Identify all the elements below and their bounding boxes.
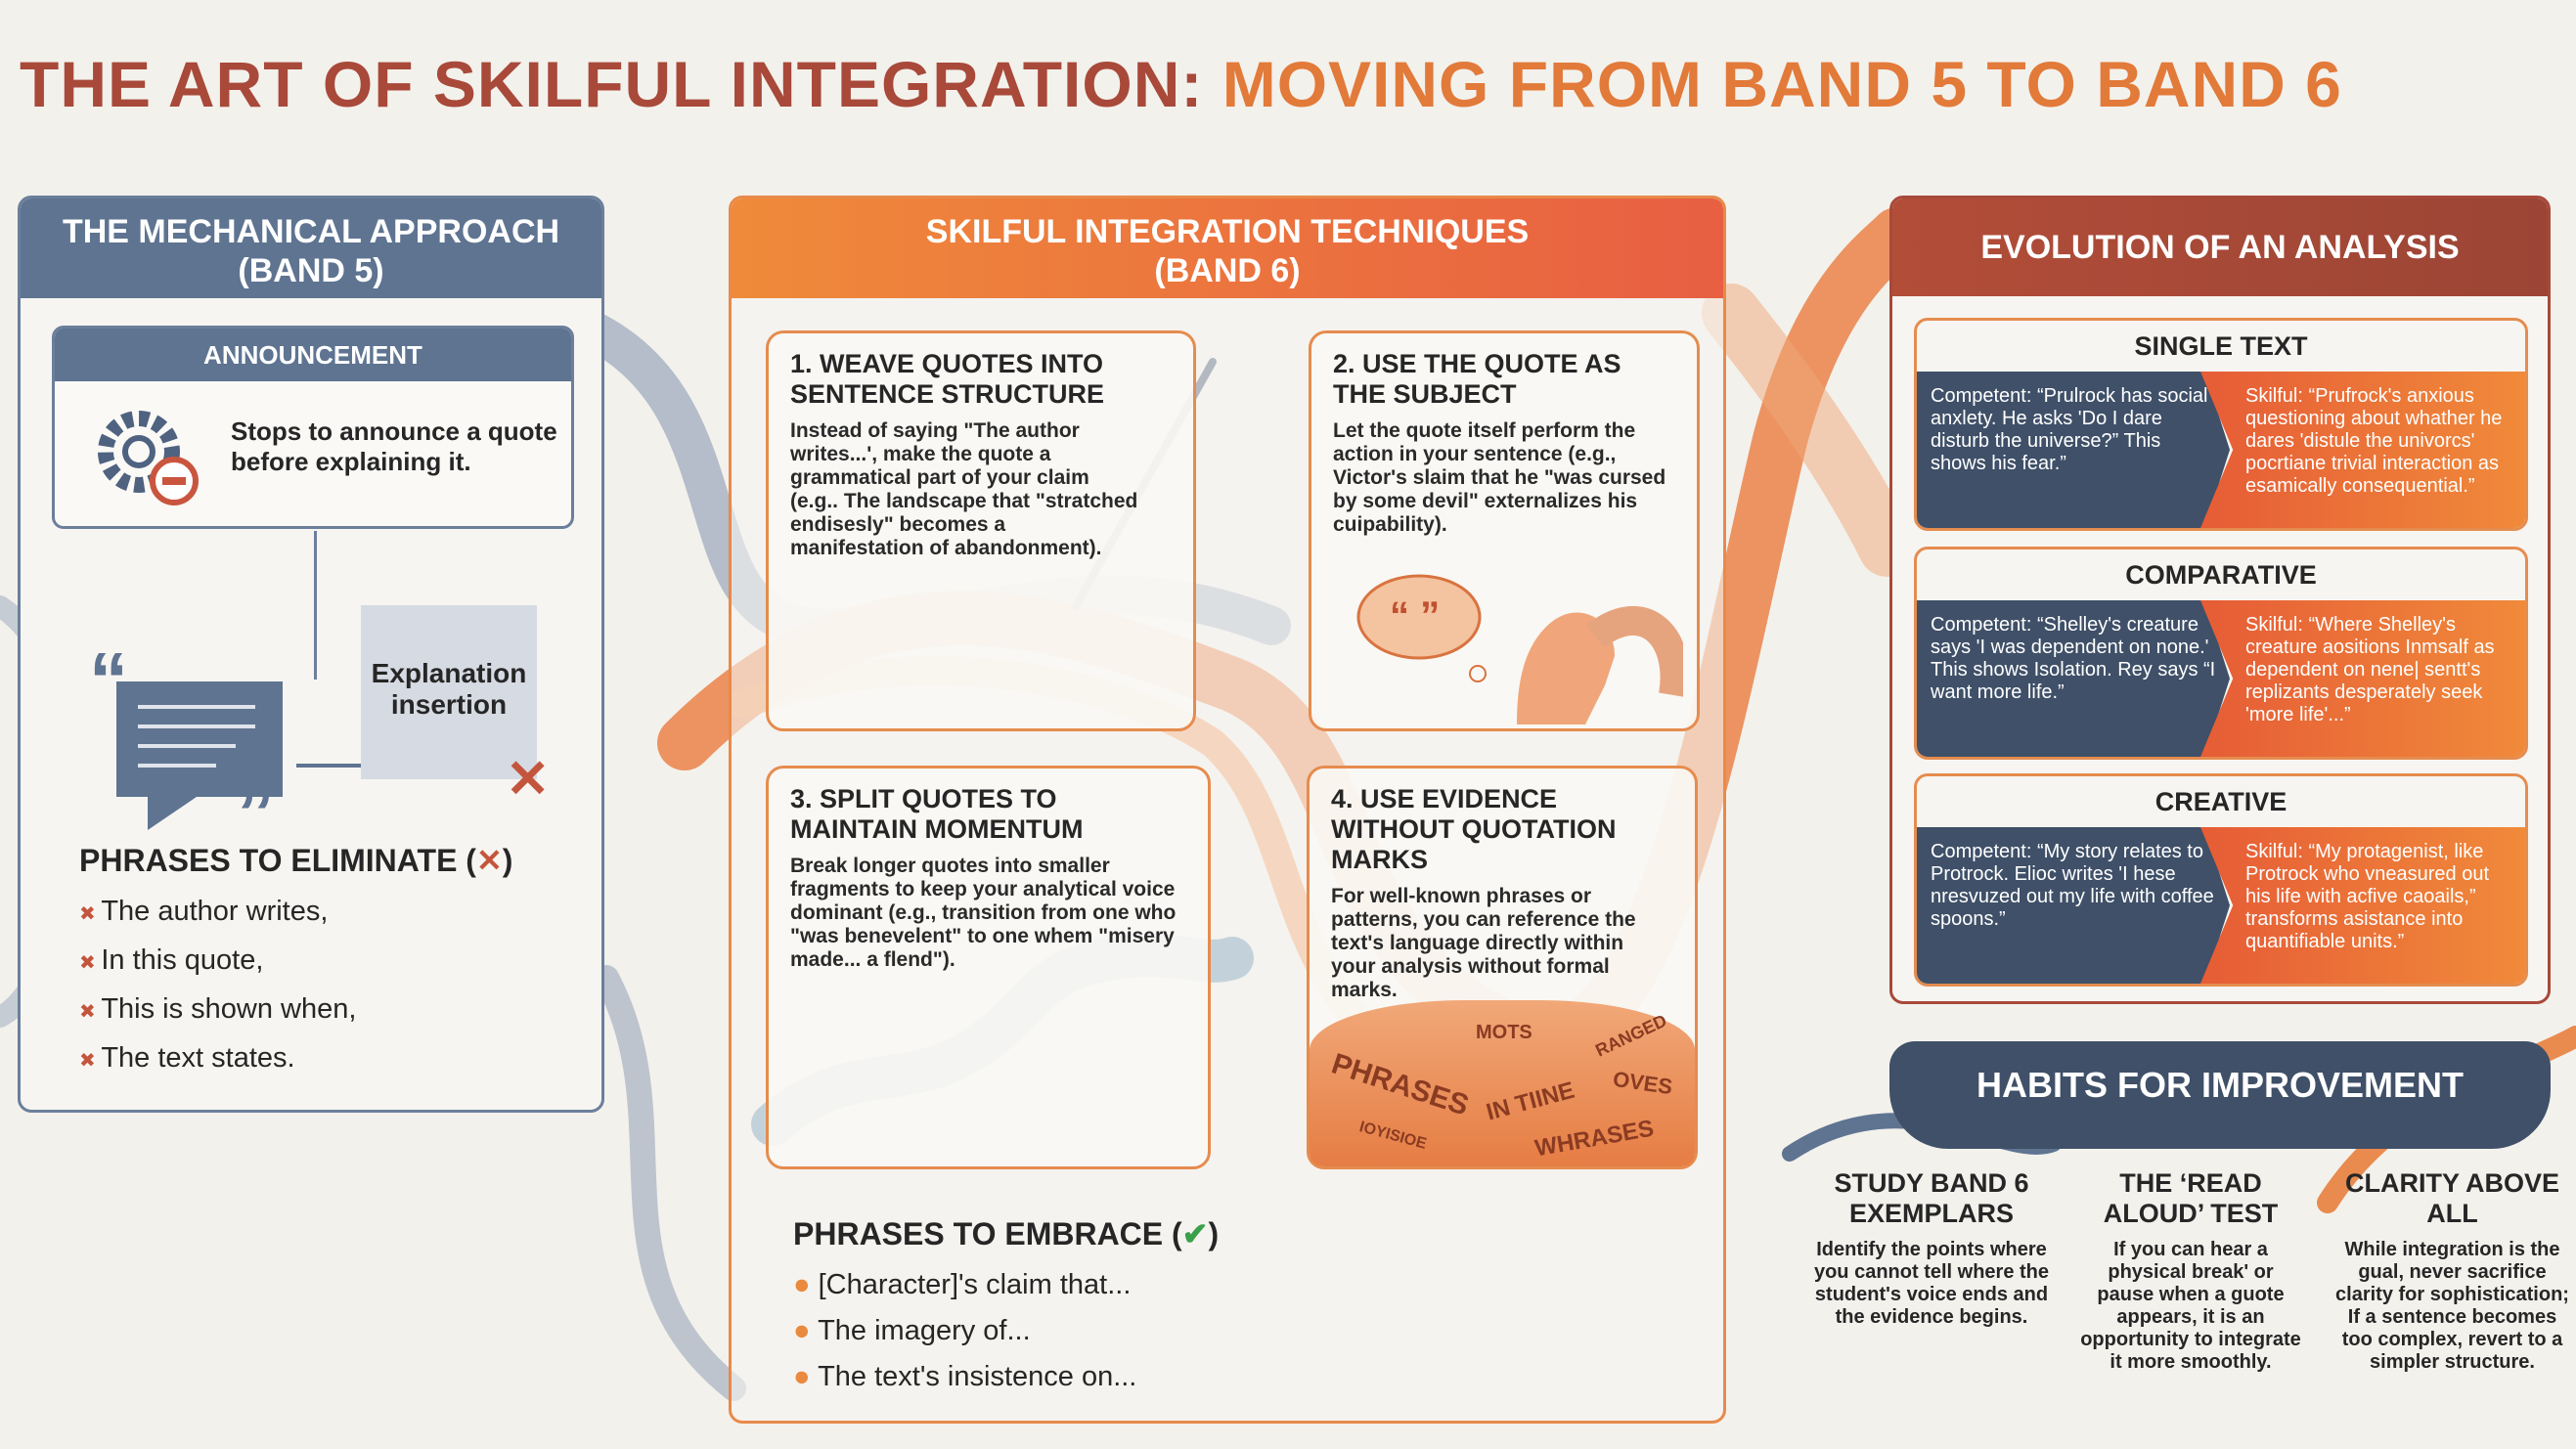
phrase-text: The imagery of... bbox=[818, 1315, 1031, 1346]
habit-read-aloud: THE ‘READ ALOUD’ TEST If you can hear a p… bbox=[2078, 1168, 2303, 1374]
heading-end: ) bbox=[502, 843, 513, 878]
technique-card-2: 2. USE THE QUOTE AS THE SUBJECT Let the q… bbox=[1309, 330, 1700, 731]
technique-title: 1. WEAVE QUOTES INTO SENTENCE STRUCTURE bbox=[790, 349, 1105, 409]
phrases-to-eliminate-heading: PHRASES TO ELIMINATE (✕) bbox=[79, 842, 512, 879]
skilful-techniques-panel: SKILFUL INTEGRATION TECHNIQUES(BAND 6) 1… bbox=[729, 196, 1726, 1424]
list-item: ● The text's insistence on... bbox=[793, 1354, 1136, 1400]
card-label: CREATIVE bbox=[2154, 787, 2287, 816]
habit-clarity: CLARITY ABOVE ALL While integration is th… bbox=[2332, 1168, 2572, 1374]
evolution-of-analysis-panel: EVOLUTION OF AN ANALYSIS SINGLE TEXT Comp… bbox=[1889, 196, 2551, 1004]
habit-title: STUDY BAND 6 EXEMPLARS bbox=[1834, 1168, 2029, 1228]
svg-text:“ ”: “ ” bbox=[1390, 594, 1440, 637]
analysis-card-single-text: SINGLE TEXT Competent: “Prulrock has soci… bbox=[1914, 318, 2528, 531]
x-bullet-icon: ✖ bbox=[79, 903, 102, 925]
explanation-insertion-box: Explanation insertion bbox=[361, 605, 537, 779]
competent-example: Competent: “Prulrock has social anxlety.… bbox=[1917, 372, 2230, 528]
technique-title: 3. SPLIT QUOTES TO MAINTAIN MOMENTUM bbox=[790, 784, 1084, 844]
phrase-text: The text's insistence on... bbox=[818, 1361, 1137, 1392]
phrases-to-embrace-heading: PHRASES TO EMBRACE (✔) bbox=[793, 1215, 1219, 1252]
list-item: ● The imagery of... bbox=[793, 1308, 1136, 1354]
announcement-text: Stops to announce a quote before explain… bbox=[231, 417, 557, 476]
connector-line bbox=[314, 531, 317, 680]
orange-ribbon-right bbox=[1702, 284, 1917, 577]
svg-text:”: ” bbox=[236, 769, 275, 834]
skilful-example: Skilful: “My protagenist, like Protrock … bbox=[2200, 827, 2525, 984]
list-item: ✖ In this quote, bbox=[79, 938, 356, 987]
phrase-text: The author writes, bbox=[101, 896, 329, 927]
card-label: COMPARATIVE bbox=[2125, 560, 2317, 590]
gear-with-minus-icon bbox=[98, 411, 199, 505]
technique-text: Break longer quotes into smaller fragmen… bbox=[790, 855, 1177, 971]
mechanical-approach-panel: THE MECHANICAL APPROACH(BAND 5) ANNOUNCE… bbox=[18, 196, 604, 1113]
x-mark-icon: ✕ bbox=[506, 750, 551, 809]
x-bullet-icon: ✖ bbox=[79, 952, 102, 974]
title-part-2: MOVING FROM BAND 5 TO BAND 6 bbox=[1221, 48, 2342, 120]
phrase-text: In this quote, bbox=[101, 944, 264, 976]
technique-card-1: 1. WEAVE QUOTES INTO SENTENCE STRUCTURE I… bbox=[766, 330, 1196, 731]
list-item: ✖ This is shown when, bbox=[79, 987, 356, 1035]
habit-text: While integration is the gual, never sac… bbox=[2335, 1239, 2569, 1373]
ribbon-word: IOYISIOE bbox=[1357, 1119, 1429, 1153]
ribbon-words-illustration: MOTS RANGED PHRASES IN TIINE OVES IOYISI… bbox=[1310, 1000, 1695, 1166]
page-title: THE ART OF SKILFUL INTEGRATION: MOVING F… bbox=[20, 47, 2342, 121]
phrase-text: The text states. bbox=[101, 1042, 295, 1074]
panel-header: SKILFUL INTEGRATION TECHNIQUES(BAND 6) bbox=[732, 198, 1723, 298]
announcement-label: ANNOUNCEMENT bbox=[55, 329, 571, 381]
habit-text: Identify the points where you cannot tel… bbox=[1813, 1239, 2050, 1328]
list-item: ✖ The author writes, bbox=[79, 889, 356, 938]
habit-text: If you can hear a physical break' or pau… bbox=[2080, 1239, 2301, 1373]
ribbon-word: IN TIINE bbox=[1483, 1076, 1577, 1126]
habit-title: CLARITY ABOVE ALL bbox=[2344, 1168, 2560, 1228]
panel-title: THE MECHANICAL APPROACH bbox=[62, 213, 560, 250]
analysis-card-comparative: COMPARATIVE Competent: “Shelley's creatur… bbox=[1914, 547, 2528, 760]
technique-text: For well-known phrases or patterns, you … bbox=[1331, 885, 1636, 1001]
panel-title: EVOLUTION OF AN ANALYSIS bbox=[1892, 198, 2548, 296]
panel-subtitle: (BAND 6) bbox=[1154, 252, 1301, 289]
x-mark-icon: ✕ bbox=[475, 843, 503, 878]
list-item: ● [Character]'s claim that... bbox=[793, 1262, 1136, 1308]
panel-title: SKILFUL INTEGRATION TECHNIQUES bbox=[925, 213, 1530, 250]
title-part-1: THE ART OF SKILFUL INTEGRATION: bbox=[20, 48, 1204, 120]
panel-header: THE MECHANICAL APPROACH(BAND 5) bbox=[21, 198, 601, 298]
heading-text: PHRASES TO ELIMINATE ( bbox=[79, 843, 476, 878]
bullet-icon: ● bbox=[793, 1361, 819, 1392]
announcement-card: ANNOUNCEMENT Stops to announce a quote b… bbox=[52, 326, 574, 529]
panel-subtitle: (BAND 5) bbox=[238, 252, 384, 289]
analysis-card-creative: CREATIVE Competent: “My story relates to … bbox=[1914, 773, 2528, 987]
card-label: SINGLE TEXT bbox=[2134, 331, 2308, 361]
ribbon-word: OVES bbox=[1611, 1066, 1674, 1100]
heading-end: ) bbox=[1208, 1216, 1220, 1251]
list-item: ✖ The text states. bbox=[79, 1035, 356, 1084]
phrases-to-eliminate-list: ✖ The author writes, ✖ In this quote, ✖ … bbox=[79, 889, 356, 1084]
bullet-icon: ● bbox=[793, 1269, 819, 1300]
technique-text: Instead of saying "The author writes...'… bbox=[790, 419, 1138, 559]
speaking-head-quote-icon: “ ” bbox=[1356, 574, 1683, 724]
blue-ribbon-lower bbox=[594, 965, 746, 1401]
checkmark-icon: ✔ bbox=[1181, 1216, 1209, 1251]
skilful-example: Skilful: “Where Shelley's creature aosit… bbox=[2200, 600, 2525, 757]
phrase-text: [Character]'s claim that... bbox=[818, 1269, 1132, 1300]
habit-study-exemplars: STUDY BAND 6 EXEMPLARS Identify the point… bbox=[1804, 1168, 2059, 1329]
competent-example: Competent: “Shelley's creature says 'I w… bbox=[1917, 600, 2230, 757]
x-bullet-icon: ✖ bbox=[79, 1050, 102, 1072]
ribbon-word: RANGED bbox=[1592, 1010, 1670, 1061]
phrase-text: This is shown when, bbox=[101, 993, 357, 1025]
phrases-to-embrace-list: ● [Character]'s claim that... ● The imag… bbox=[793, 1262, 1136, 1400]
x-bullet-icon: ✖ bbox=[79, 1001, 102, 1023]
competent-example: Competent: “My story relates to Protrock… bbox=[1917, 827, 2230, 984]
habit-title: THE ‘READ ALOUD’ TEST bbox=[2103, 1168, 2279, 1228]
habits-header: HABITS FOR IMPROVEMENT bbox=[1889, 1041, 2551, 1149]
bullet-icon: ● bbox=[793, 1315, 819, 1346]
technique-title: 4. USE EVIDENCE WITHOUT QUOTATION MARKS bbox=[1331, 784, 1617, 874]
ribbon-word: MOTS bbox=[1476, 1022, 1532, 1043]
technique-title: 2. USE THE QUOTE AS THE SUBJECT bbox=[1333, 349, 1621, 409]
heading-text: PHRASES TO EMBRACE ( bbox=[793, 1216, 1182, 1251]
ribbon-word: WHRASES bbox=[1532, 1115, 1656, 1163]
quote-document-icon: “ ” bbox=[89, 648, 373, 834]
ribbon-word: PHRASES bbox=[1327, 1047, 1473, 1122]
technique-card-4: 4. USE EVIDENCE WITHOUT QUOTATION MARKS F… bbox=[1307, 766, 1698, 1169]
skilful-example: Skilful: “Prufrock's anxious questioning… bbox=[2200, 372, 2525, 528]
technique-text: Let the quote itself perform the action … bbox=[1333, 419, 1666, 536]
technique-card-3: 3. SPLIT QUOTES TO MAINTAIN MOMENTUM Brea… bbox=[766, 766, 1211, 1169]
